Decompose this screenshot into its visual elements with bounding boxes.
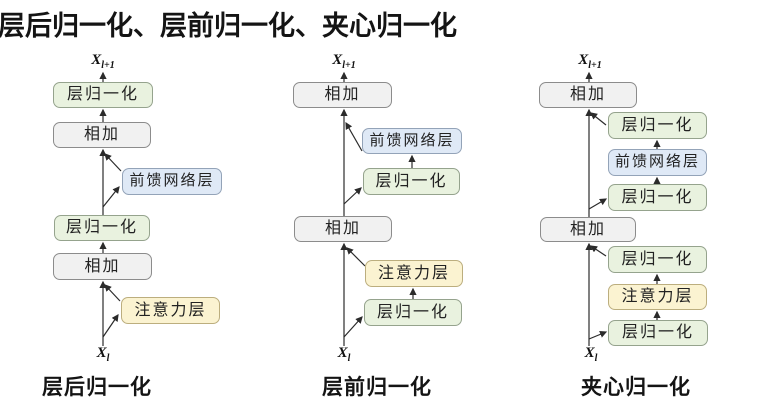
x-base: X <box>578 52 589 68</box>
layernorm-box: 层归一化 <box>608 112 707 139</box>
x-input-label: Xl <box>338 345 351 364</box>
x-output-subscript: l+1 <box>101 60 115 71</box>
attention-box: 注意力层 <box>121 297 220 324</box>
feedforward-box: 前馈网络层 <box>608 149 707 176</box>
x-output-label: Xl+1 <box>578 52 602 71</box>
sandwich-ln-caption: 夹心归一化 <box>581 375 691 399</box>
x-output-label: Xl+1 <box>332 52 356 71</box>
x-input-subscript: l <box>106 353 110 364</box>
layernorm-box: 层归一化 <box>364 299 462 326</box>
x-base: X <box>96 345 107 361</box>
layernorm-box: 层归一化 <box>54 215 150 241</box>
x-base: X <box>337 345 348 361</box>
pre-ln-caption: 层前归一化 <box>322 375 432 399</box>
add-box: 相加 <box>539 82 637 108</box>
x-base: X <box>332 52 343 68</box>
layernorm-box: 层归一化 <box>608 184 707 211</box>
layernorm-box: 层归一化 <box>53 82 153 108</box>
slide-title: 层后归一化、层前归一化、夹心归一化 <box>0 11 457 41</box>
add-box: 相加 <box>293 82 392 108</box>
attention-box: 注意力层 <box>365 260 463 287</box>
layernorm-box: 层归一化 <box>608 320 708 346</box>
x-input-label: Xl <box>585 345 598 364</box>
x-output-label: Xl+1 <box>91 52 115 71</box>
x-input-label: Xl <box>97 345 110 364</box>
attention-box: 注意力层 <box>608 284 707 310</box>
x-input-subscript: l <box>347 353 351 364</box>
layernorm-box: 层归一化 <box>608 246 707 273</box>
x-output-subscript: l+1 <box>588 60 602 71</box>
x-input-subscript: l <box>594 353 598 364</box>
add-box: 相加 <box>53 253 152 280</box>
x-base: X <box>584 345 595 361</box>
add-box: 相加 <box>540 217 636 242</box>
x-output-subscript: l+1 <box>342 60 356 71</box>
x-base: X <box>91 52 102 68</box>
feedforward-box: 前馈网络层 <box>362 128 462 154</box>
layernorm-box: 层归一化 <box>363 168 460 195</box>
add-box: 相加 <box>53 122 151 148</box>
post-ln-caption: 层后归一化 <box>42 375 152 399</box>
feedforward-box: 前馈网络层 <box>122 168 222 195</box>
add-box: 相加 <box>294 216 392 242</box>
